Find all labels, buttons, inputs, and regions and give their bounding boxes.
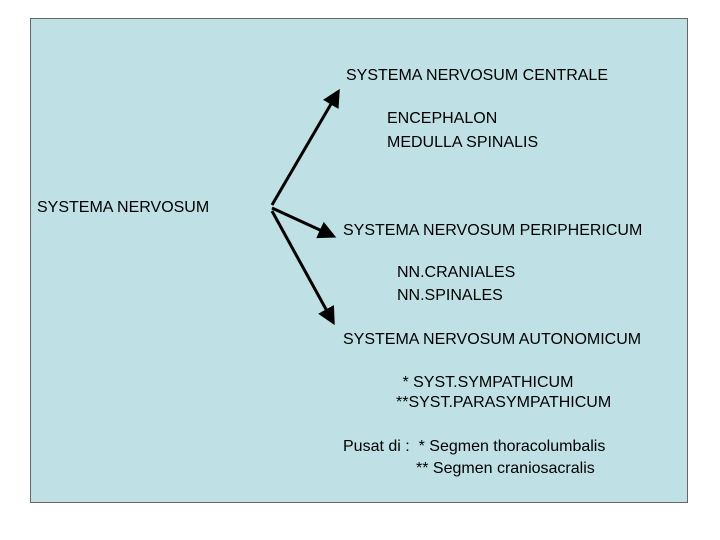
autonomic-item-sympathicum: * SYST.SYMPATHICUM [398, 374, 574, 391]
arrow-to-peripheral [271, 206, 337, 239]
peripheral-item-spinales: NN.SPINALES [397, 287, 503, 304]
autonomic-title: SYSTEMA NERVOSUM AUTONOMICUM [343, 331, 642, 348]
root-label: SYSTEMA NERVOSUM [37, 199, 210, 216]
center-line-1: Pusat di : * Segmen thoracolumbalis [343, 438, 606, 455]
central-title: SYSTEMA NERVOSUM CENTRALE [346, 67, 608, 84]
central-item-medulla: MEDULLA SPINALIS [387, 134, 539, 151]
diagram-panel [30, 18, 688, 503]
peripheral-item-craniales: NN.CRANIALES [397, 264, 516, 281]
central-item-encephalon: ENCEPHALON [387, 110, 498, 127]
autonomic-item-parasympathicum: **SYST.PARASYMPATHICUM [396, 394, 612, 411]
peripheral-title: SYSTEMA NERVOSUM PERIPHERICUM [343, 222, 643, 239]
arrow-to-central [270, 88, 340, 206]
center-line-2: ** Segmen craniosacralis [416, 460, 595, 477]
arrow-to-autonomic [270, 210, 335, 326]
